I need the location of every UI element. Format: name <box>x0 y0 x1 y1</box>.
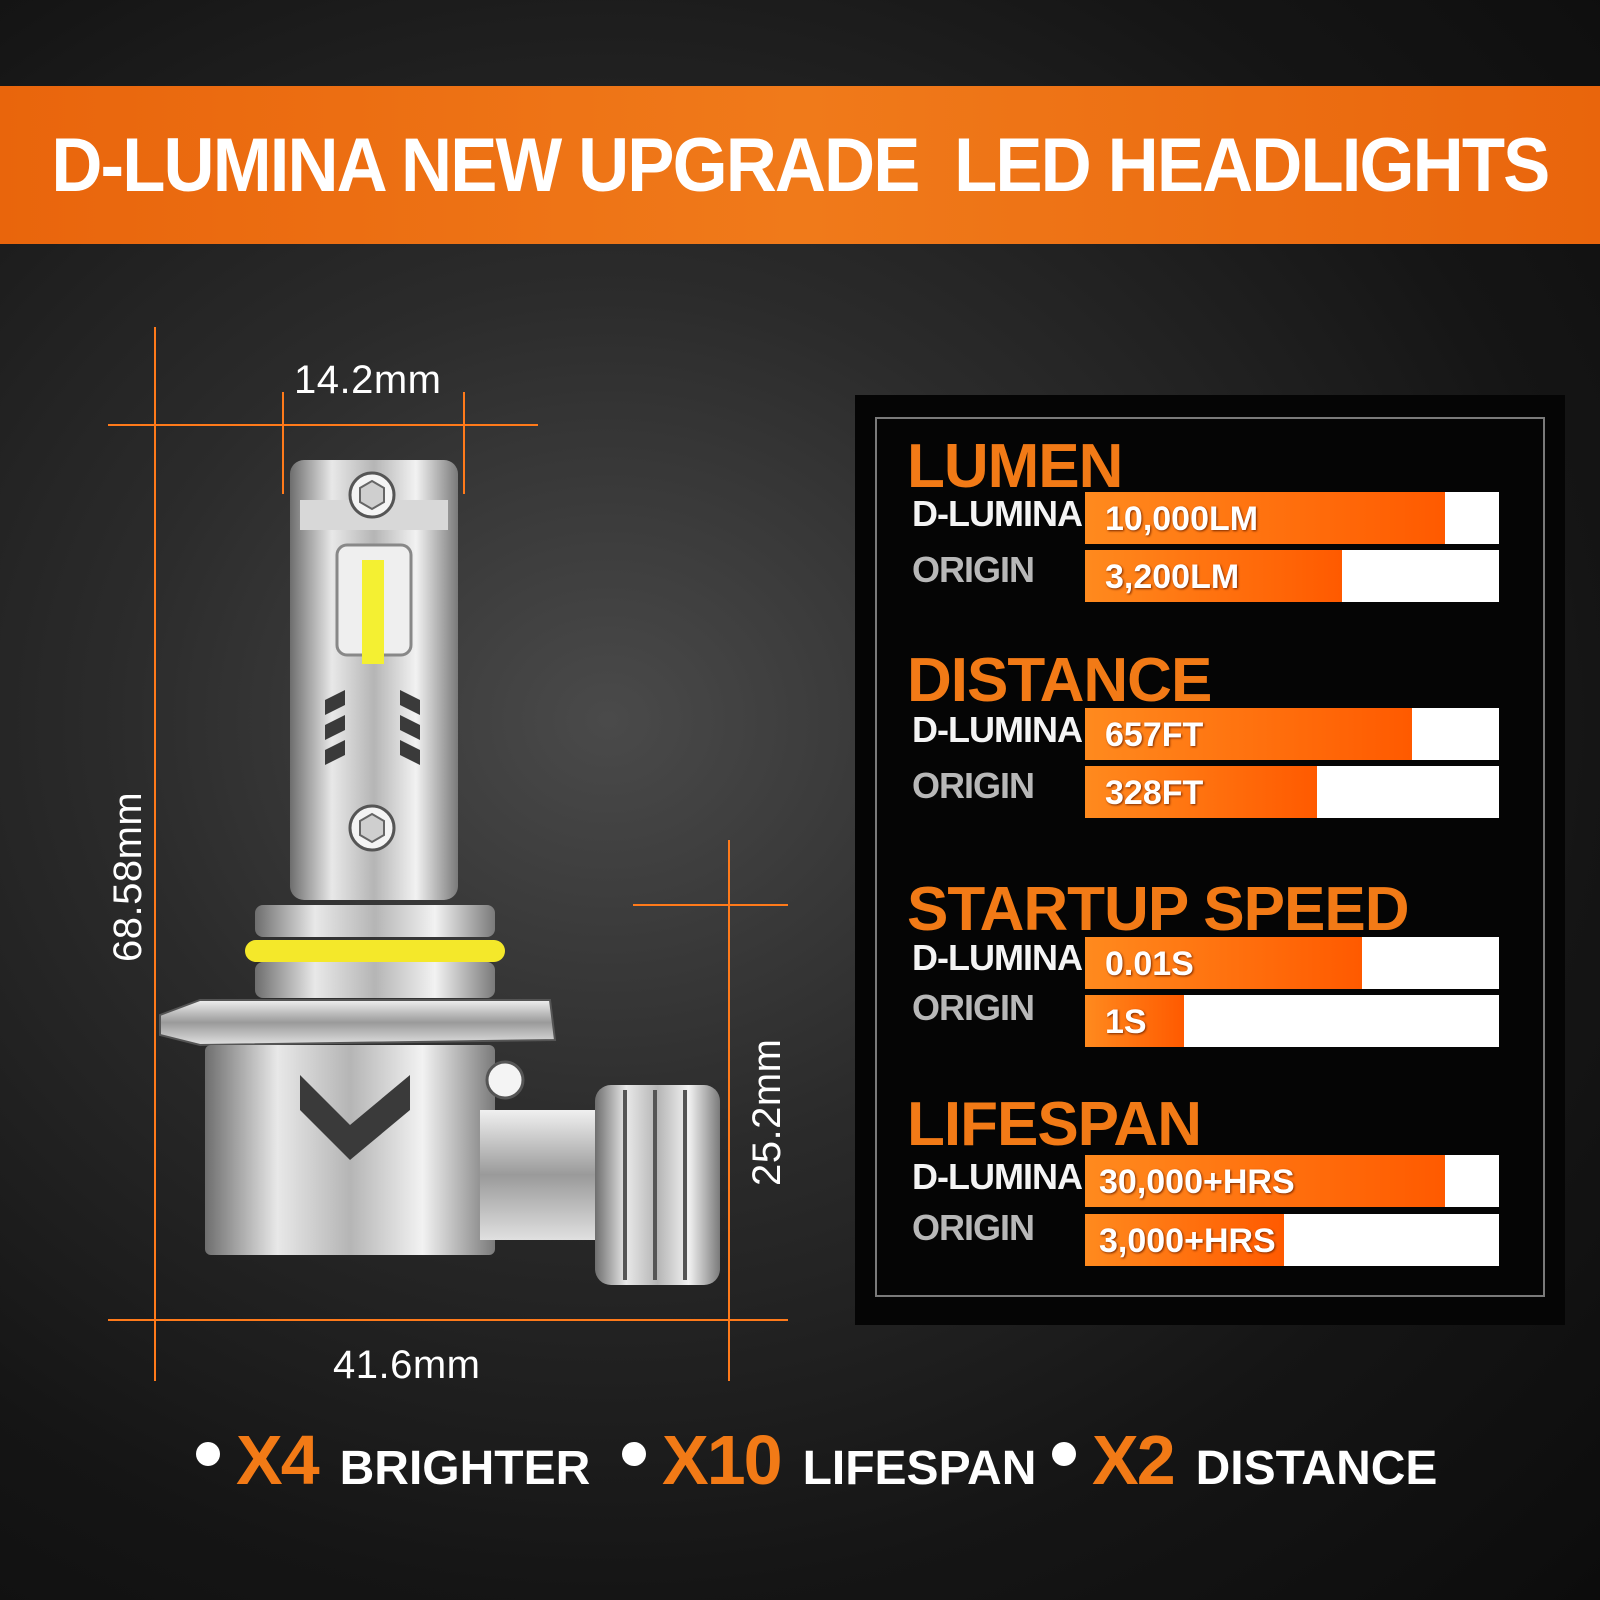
row-label: ORIGIN <box>912 1207 1035 1248</box>
feature-multiplier: X2 <box>1092 1421 1176 1499</box>
feature-brighter: X4 BRIGHTER <box>196 1420 590 1500</box>
dim-base-width-label: 41.6mm <box>333 1343 481 1387</box>
title-banner: D-LUMINA NEW UPGRADE LED HEADLIGHTS <box>0 86 1600 244</box>
bar-value: 328FT <box>1105 774 1204 812</box>
comparison-bar: 0.01S <box>1085 937 1499 989</box>
dim-height-label: 68.58mm <box>106 791 150 962</box>
dim-line-bottom <box>108 1319 788 1321</box>
bar-value: 1S <box>1105 1003 1147 1041</box>
screw-icon <box>485 1060 525 1100</box>
comparison-bar: 3,200LM <box>1085 550 1499 602</box>
bar-fill <box>1085 550 1342 602</box>
dim-line-base-right <box>728 840 730 1381</box>
comparison-bar: 657FT <box>1085 708 1499 760</box>
bar-fill <box>1085 937 1363 989</box>
bullet-icon <box>1052 1442 1076 1466</box>
feature-label: DISTANCE <box>1195 1442 1438 1495</box>
bar-value: 3,200LM <box>1105 558 1240 596</box>
row-label: D-LUMINA <box>912 493 1083 534</box>
base-flange <box>159 999 557 1047</box>
row-label: ORIGIN <box>912 549 1035 590</box>
bulb-column <box>290 460 458 900</box>
led-chip <box>362 560 384 642</box>
comparison-bar: 3,000+HRS <box>1085 1214 1499 1266</box>
o-ring <box>245 940 505 962</box>
bar-fill <box>1085 1214 1284 1266</box>
bar-value: 10,000LM <box>1105 500 1259 538</box>
feature-multiplier: X10 <box>662 1421 783 1499</box>
row-label: ORIGIN <box>912 765 1035 806</box>
bar-value: 0.01S <box>1105 945 1194 983</box>
row-label: ORIGIN <box>912 987 1035 1028</box>
comparison-bar: 328FT <box>1085 766 1499 818</box>
bar-value: 657FT <box>1105 716 1204 754</box>
dim-line-top <box>108 424 538 426</box>
feature-label: LIFESPAN <box>802 1442 1037 1495</box>
row-label: D-LUMINA <box>912 937 1083 978</box>
dim-line-base-top <box>633 904 788 906</box>
row-label: D-LUMINA <box>912 1156 1083 1197</box>
category-title-lifespan: LIFESPAN <box>907 1090 1202 1159</box>
comparison-bar: 1S <box>1085 995 1499 1047</box>
bar-fill <box>1085 766 1317 818</box>
category-title-distance: DISTANCE <box>907 646 1212 715</box>
bullet-icon <box>196 1442 220 1466</box>
feature-multiplier: X4 <box>236 1421 320 1499</box>
bar-fill <box>1085 492 1446 544</box>
dim-line-height <box>154 327 156 1381</box>
bar-fill <box>1085 995 1185 1047</box>
feature-strip: X4 BRIGHTER X10 LIFESPAN X2 DISTANCE <box>0 1420 1600 1510</box>
led-bulb-illustration <box>159 460 720 1285</box>
feature-label: BRIGHTER <box>339 1442 591 1495</box>
bullet-icon <box>622 1442 646 1466</box>
feature-lifespan: X10 LIFESPAN <box>622 1420 1036 1500</box>
row-label: D-LUMINA <box>912 709 1083 750</box>
banner-title: D-LUMINA NEW UPGRADE LED HEADLIGHTS <box>51 122 1550 208</box>
dim-top-width-label: 14.2mm <box>294 358 442 402</box>
category-title-lumen: LUMEN <box>907 432 1123 501</box>
feature-distance: X2 DISTANCE <box>1052 1420 1437 1500</box>
comparison-panel-frame: LUMEN D-LUMINA 10,000LM ORIGIN 3,200LM D… <box>875 417 1545 1297</box>
comparison-panel: LUMEN D-LUMINA 10,000LM ORIGIN 3,200LM D… <box>855 395 1565 1325</box>
category-title-startup-speed: STARTUP SPEED <box>907 875 1409 944</box>
bar-value: 30,000+HRS <box>1099 1163 1295 1201</box>
comparison-bar: 10,000LM <box>1085 492 1499 544</box>
bar-value: 3,000+HRS <box>1099 1222 1276 1260</box>
dim-line-top-left <box>282 392 284 494</box>
connector-plug <box>595 1085 720 1285</box>
dim-base-height-label: 25.2mm <box>745 1038 789 1187</box>
bar-fill <box>1085 1155 1446 1207</box>
bar-fill <box>1085 708 1413 760</box>
dim-line-top-right <box>463 392 465 494</box>
comparison-bar: 30,000+HRS <box>1085 1155 1499 1207</box>
